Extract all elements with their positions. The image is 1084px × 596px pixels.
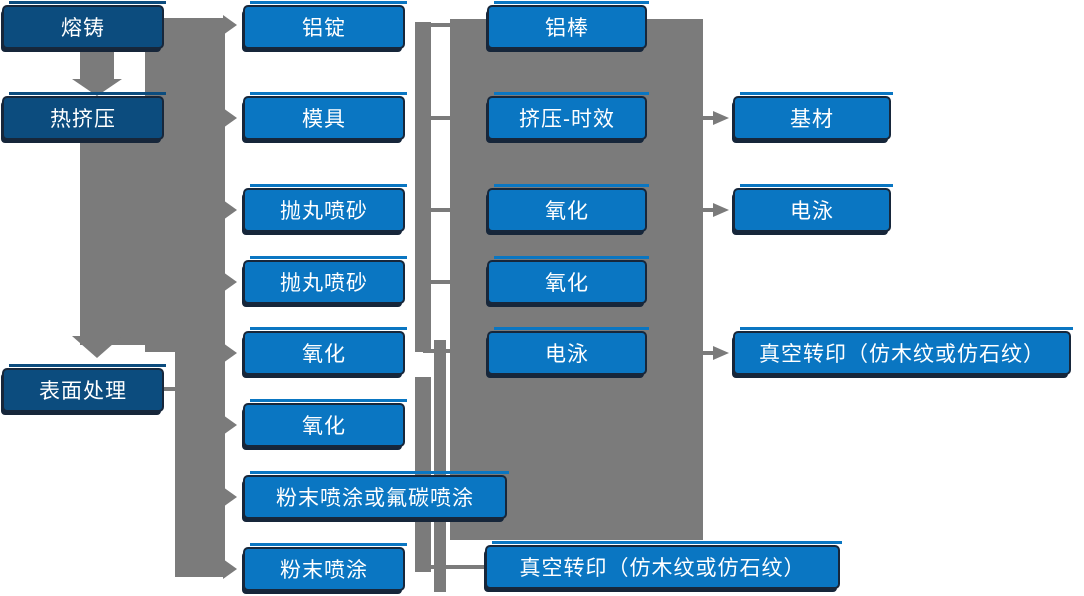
node-melting-casting: 熔铸	[2, 1, 166, 49]
arrow-to-mold-icon	[223, 108, 237, 128]
arrow-to-substrate-icon	[713, 111, 729, 125]
arrow-to-electrophoresis-icon	[713, 203, 729, 217]
arrow-to-aluminum-ingot-icon	[223, 15, 237, 35]
mid-bus-bar-upper	[415, 22, 431, 352]
mid-bus-bar-lower	[415, 377, 431, 572]
node-aluminum-ingot: 铝锭	[243, 1, 407, 49]
arrow-to-oxidation-2-icon	[223, 415, 237, 435]
node-electrophoresis-2: 电泳	[733, 184, 893, 232]
node-mold: 模具	[243, 92, 407, 140]
mid-bus-bar-second	[434, 340, 446, 592]
node-shot-blast-1: 抛丸喷砂	[243, 184, 407, 232]
node-shot-blast-2: 抛丸喷砂	[243, 256, 407, 304]
node-oxidation-3: 氧化	[487, 184, 649, 232]
lower-trunk-connector	[175, 300, 225, 577]
tie-line-row1	[423, 23, 450, 27]
arrow-to-oxidation-1-icon	[223, 343, 237, 363]
trunk-merge-connector	[80, 140, 145, 345]
main-trunk-connector	[145, 18, 225, 352]
arrow-tail-to-vacuum-transfer	[703, 351, 715, 355]
arrow-tail-to-substrate	[703, 116, 715, 120]
tie-line-row5	[423, 349, 450, 353]
node-aluminum-rod: 铝棒	[487, 1, 649, 49]
node-oxidation-4: 氧化	[487, 256, 649, 304]
node-powder-or-fluorocarbon-coating: 粉末喷涂或氟碳喷涂	[243, 471, 509, 519]
tie-line-row2	[423, 116, 450, 120]
arrow-tail-to-electrophoresis	[703, 208, 715, 212]
arrow-to-vacuum-transfer-icon	[713, 346, 729, 360]
node-electrophoresis-1: 电泳	[487, 327, 649, 375]
melt-to-extrude-shaft	[80, 49, 114, 81]
surface-treatment-branch-line	[162, 387, 178, 391]
arrow-to-powder-spray-icon	[223, 559, 237, 579]
node-hot-extrusion: 热挤压	[2, 92, 166, 140]
node-substrate: 基材	[733, 92, 893, 140]
tie-line-row3	[423, 208, 450, 212]
node-extrusion-aging: 挤压-时效	[487, 92, 649, 140]
tie-line-bottom-row	[423, 565, 487, 569]
tie-line-row4	[423, 280, 450, 284]
node-oxidation-1: 氧化	[243, 327, 407, 375]
node-surface-treatment: 表面处理	[2, 364, 166, 412]
arrow-to-shot-blast-2-icon	[223, 272, 237, 292]
node-vacuum-transfer-1: 真空转印（仿木纹或仿石纹）	[733, 327, 1073, 375]
node-oxidation-2: 氧化	[243, 399, 407, 447]
node-powder-coating: 粉末喷涂	[243, 543, 407, 591]
down-arrow-to-surface-treatment-icon	[72, 336, 122, 358]
arrow-to-shot-blast-1-icon	[223, 200, 237, 220]
node-vacuum-transfer-2: 真空转印（仿木纹或仿石纹）	[485, 541, 842, 589]
arrow-to-powder-coating-icon	[223, 487, 237, 507]
